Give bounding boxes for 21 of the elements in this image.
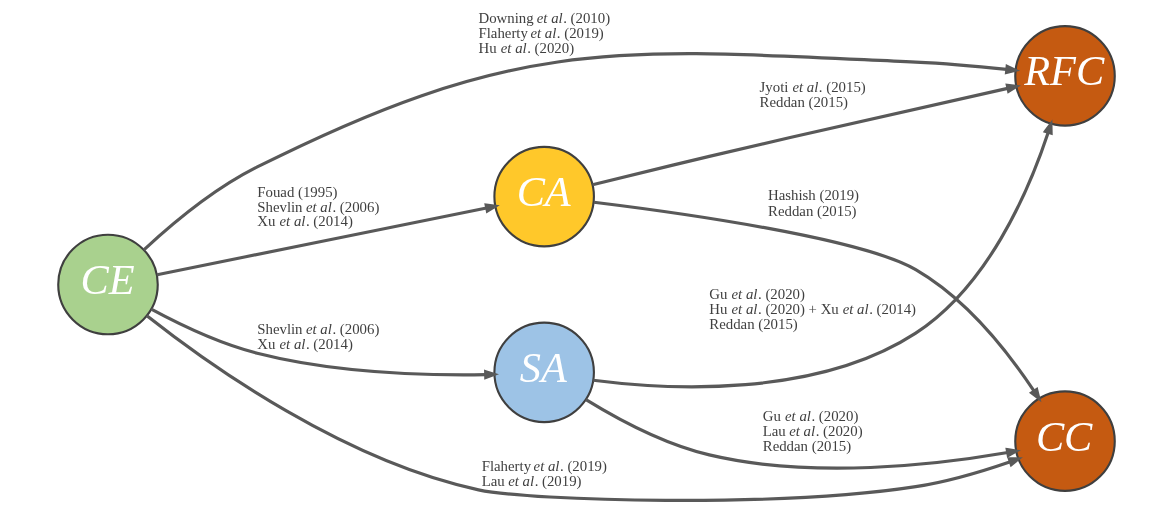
arrow (593, 200, 1041, 403)
arrow (150, 307, 499, 380)
edge-label: Hashish (2019) Reddan (2015) (767, 186, 859, 219)
edge-label: Shevlin et al. (2006) Xu et al. (2014) (256, 321, 379, 353)
arrow (142, 52, 1020, 252)
node-circle: SA (492, 321, 595, 424)
edge-label: Jyoti et al. (2015) Reddan (2015) (759, 79, 866, 110)
edge-label: Flaherty et al. (2019) Lau et al. (2019) (481, 458, 607, 489)
edge-label: Downing et al. (2010) Flaherty et al. (2019) Hu et al. (2020) (478, 10, 610, 56)
edge-label: Fouad (1995) Shevlin et al. (2006) Xu et al. (2014) (256, 183, 379, 230)
arrow (592, 119, 1053, 389)
edge-label: Gu et al. (2020) Hu et al. (2020) + Xu et al. (2014) Reddan (2015) (708, 286, 916, 333)
node-circle: CE (56, 233, 159, 336)
arrow (584, 398, 1021, 470)
arrow (591, 83, 1021, 187)
arrow (156, 203, 500, 277)
arrow (145, 314, 1023, 502)
node-circle: CC (1013, 390, 1116, 492)
edge-label: Gu et al. (2020) Lau et al. (2020) Reddan (2015) (762, 408, 863, 454)
node-circle: CA (492, 145, 595, 248)
node-circle: RFC (1013, 25, 1116, 127)
